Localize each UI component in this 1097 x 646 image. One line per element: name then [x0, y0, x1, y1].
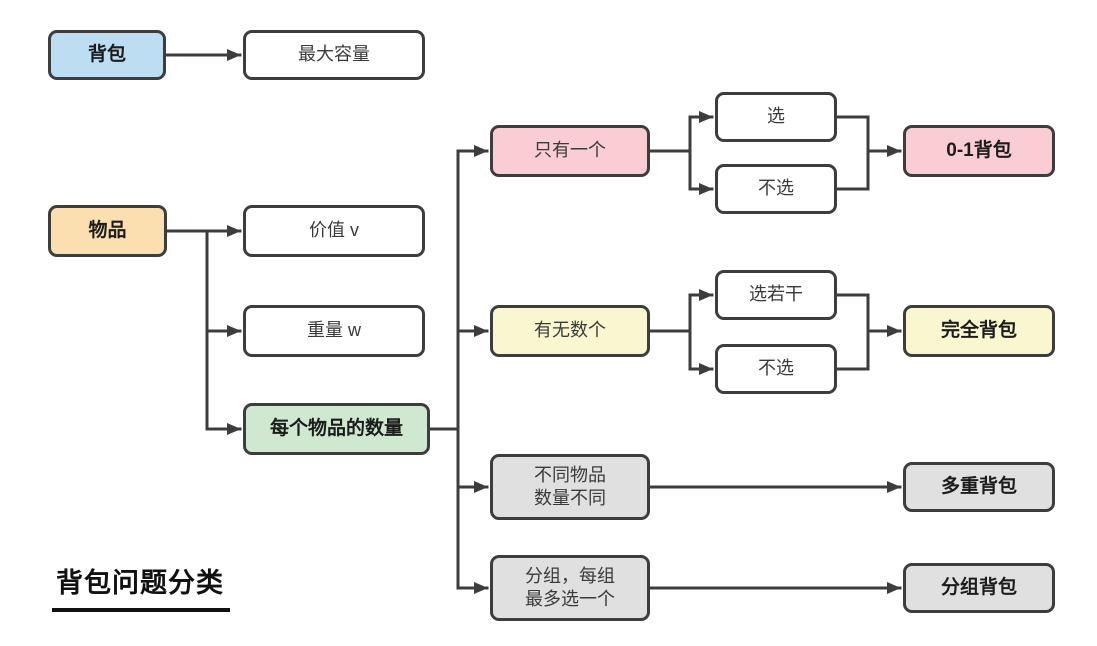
- node-max-capacity: 最大容量: [243, 30, 425, 80]
- node-weight-w: 重量 w: [243, 305, 425, 357]
- node-grouped-rule-text: 分组，每组 最多选一个: [525, 565, 615, 612]
- node-grouped-knapsack: 分组背包: [903, 563, 1055, 613]
- node-diff-counts-line2: 数量不同: [534, 488, 606, 508]
- node-grouped-rule: 分组，每组 最多选一个: [490, 555, 650, 621]
- diagram-title: 背包问题分类: [52, 561, 230, 612]
- node-backpack: 背包: [48, 30, 166, 80]
- node-no-pick-2: 不选: [715, 344, 837, 394]
- node-diff-counts: 不同物品 数量不同: [490, 454, 650, 520]
- node-only-one: 只有一个: [490, 125, 650, 177]
- node-unlimited-count: 有无数个: [490, 305, 650, 357]
- node-pick-several: 选若干: [715, 270, 837, 320]
- node-item-count: 每个物品的数量: [243, 403, 430, 455]
- node-no-pick: 不选: [715, 164, 837, 214]
- node-diff-counts-text: 不同物品 数量不同: [534, 464, 606, 511]
- node-value-v: 价值 v: [243, 205, 425, 257]
- node-diff-counts-line1: 不同物品: [534, 464, 606, 485]
- node-complete-knapsack: 完全背包: [903, 305, 1055, 357]
- node-grouped-rule-line1: 分组，每组: [525, 565, 615, 586]
- node-item: 物品: [48, 205, 167, 257]
- node-grouped-rule-line2: 最多选一个: [525, 589, 615, 609]
- node-zero-one-knapsack: 0-1背包: [903, 125, 1055, 177]
- node-pick: 选: [715, 92, 837, 142]
- node-multiple-knapsack: 多重背包: [903, 462, 1055, 512]
